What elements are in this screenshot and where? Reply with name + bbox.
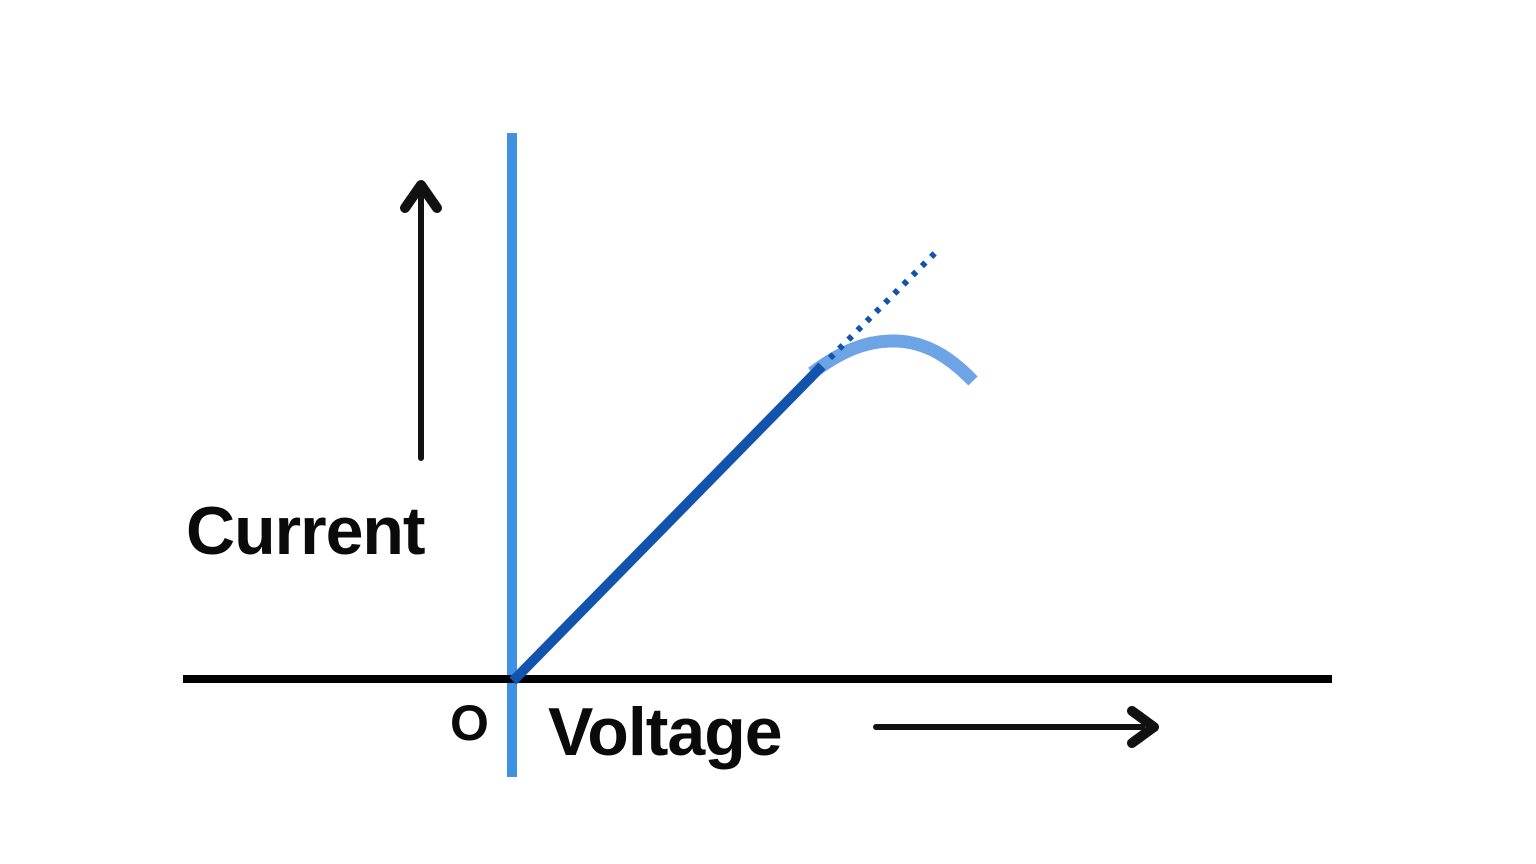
- linear-region-line: [509, 362, 826, 685]
- current-axis-label: Current: [186, 493, 426, 569]
- deviation-curve: [808, 334, 978, 386]
- voltage-axis-label: Voltage: [548, 694, 783, 770]
- origin-label: O: [450, 695, 489, 751]
- current-axis-arrow-icon: [400, 180, 442, 461]
- voltage-axis-arrow-icon: [873, 706, 1159, 748]
